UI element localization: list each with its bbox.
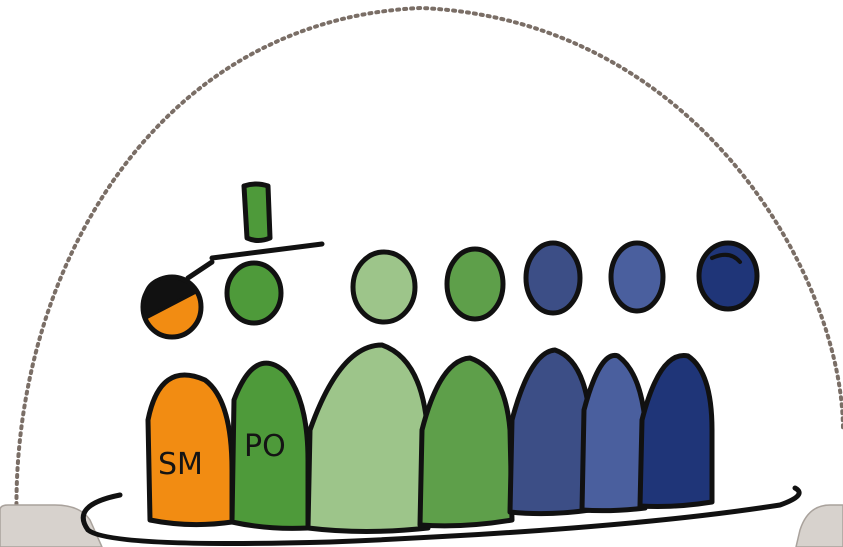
body-team-member-5 (637, 353, 715, 509)
body-team-member-3 (507, 347, 593, 517)
head-team-member-5 (696, 240, 760, 312)
head-team-member-4 (608, 240, 666, 314)
corner-box-left (0, 504, 103, 547)
body-team-member-4 (579, 353, 648, 514)
head-product-owner (209, 181, 325, 326)
body-team-member-1 (305, 342, 431, 534)
body-team-member-2 (417, 355, 515, 529)
scrum-master-label: SM (158, 447, 203, 482)
corner-box-right (795, 504, 843, 547)
floor-line (80, 485, 802, 546)
dotted-ring (14, 5, 843, 547)
head-scrum-master (140, 259, 215, 340)
product-owner-label: PO (244, 429, 286, 464)
body-scrum-master (145, 372, 235, 528)
top-hat-icon (241, 181, 273, 243)
hat-icon (142, 276, 199, 321)
head-team-member-3 (523, 240, 583, 316)
head-team-member-2 (444, 246, 506, 322)
head-team-member-1 (350, 249, 418, 325)
body-product-owner (229, 360, 311, 531)
